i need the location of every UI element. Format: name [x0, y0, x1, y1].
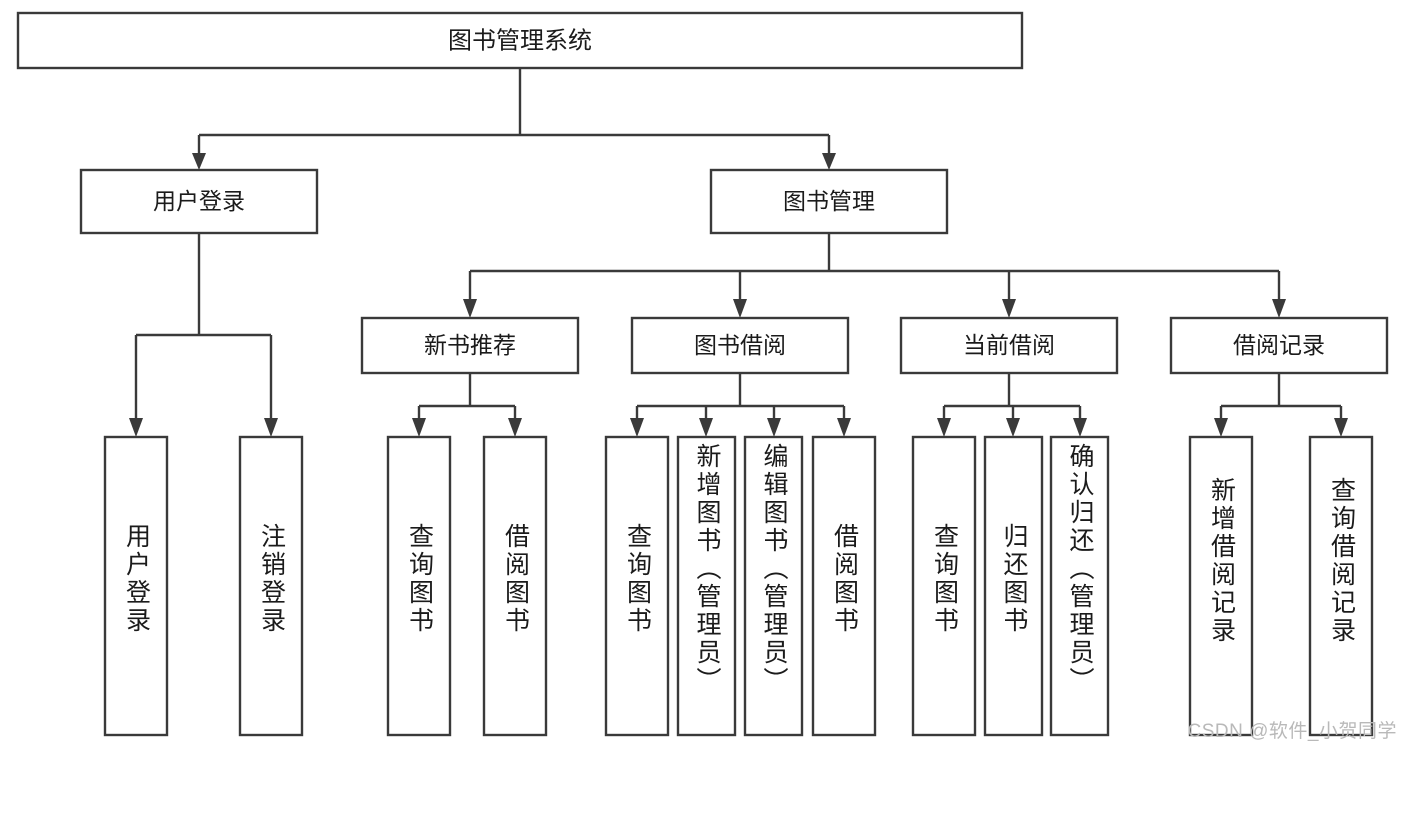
- node-user-login[interactable]: 用户登录: [79, 168, 319, 235]
- node-leaf-query-record-box[interactable]: [1308, 435, 1374, 737]
- node-leaf-add-book-box[interactable]: [676, 435, 737, 737]
- arrowhead-book-management: [822, 153, 836, 170]
- edge-layer: [129, 68, 1348, 437]
- csdn-watermark: CSDN @软件_小贺同学: [1187, 721, 1397, 742]
- node-leaf-confirm-return-box[interactable]: [1049, 435, 1110, 737]
- arrowhead-leaf-user-login: [129, 418, 143, 437]
- arrowhead-leaf-confirm-return: [1073, 418, 1087, 437]
- node-root-label: 图书管理系统: [448, 27, 592, 54]
- node-book-management[interactable]: 图书管理: [709, 168, 949, 235]
- node-root-box[interactable]: [16, 11, 1024, 70]
- arrowhead-leaf-logout: [264, 418, 278, 437]
- arrowhead-leaf-query-record: [1334, 418, 1348, 437]
- node-leaf-user-login-box[interactable]: [103, 435, 169, 737]
- node-leaf-query-book-1-box[interactable]: [386, 435, 452, 737]
- node-leaf-add-record-box[interactable]: [1188, 435, 1254, 737]
- arrowhead-leaf-return-book: [1006, 418, 1020, 437]
- node-user-login-label: 用户登录: [153, 188, 245, 214]
- arrowhead-leaf-add-book: [699, 418, 713, 437]
- node-leaf-logout-box[interactable]: [238, 435, 304, 737]
- node-book-management-box[interactable]: [709, 168, 949, 235]
- node-book-borrow-box[interactable]: [630, 316, 850, 375]
- arrowhead-new-book-recommend: [463, 299, 477, 318]
- node-current-borrow-box[interactable]: [899, 316, 1119, 375]
- arrowhead-book-borrow: [733, 299, 747, 318]
- arrowhead-leaf-add-record: [1214, 418, 1228, 437]
- node-root[interactable]: 图书管理系统: [16, 11, 1024, 70]
- node-leaf-edit-book-box[interactable]: [743, 435, 804, 737]
- arrowhead-leaf-edit-book: [767, 418, 781, 437]
- arrowhead-leaf-borrow-book-2: [837, 418, 851, 437]
- node-borrow-record-label: 借阅记录: [1233, 332, 1325, 358]
- node-book-management-label: 图书管理: [783, 188, 875, 214]
- node-borrow-record-box[interactable]: [1169, 316, 1389, 375]
- arrowhead-leaf-borrow-book-1: [508, 418, 522, 437]
- node-leaf-return-book-box[interactable]: [983, 435, 1044, 737]
- node-leaf-query-book-2-box[interactable]: [604, 435, 670, 737]
- node-borrow-record[interactable]: 借阅记录: [1169, 316, 1389, 375]
- node-leaf-borrow-book-2-box[interactable]: [811, 435, 877, 737]
- node-new-book-recommend[interactable]: 新书推荐: [360, 316, 580, 375]
- node-leaf-borrow-book-1-box[interactable]: [482, 435, 548, 737]
- arrowhead-leaf-query-book-3: [937, 418, 951, 437]
- node-new-book-recommend-box[interactable]: [360, 316, 580, 375]
- hierarchy-diagram-canvas: 图书管理系统 用户登录 图书管理 新书推荐 图书借阅 当前借阅 借阅记录: [16, 11, 1389, 737]
- node-user-login-box[interactable]: [79, 168, 319, 235]
- node-book-borrow-label: 图书借阅: [694, 332, 786, 358]
- arrowhead-leaf-query-book-1: [412, 418, 426, 437]
- arrowhead-borrow-record: [1272, 299, 1286, 318]
- node-current-borrow[interactable]: 当前借阅: [899, 316, 1119, 375]
- node-current-borrow-label: 当前借阅: [963, 332, 1055, 358]
- node-book-borrow[interactable]: 图书借阅: [630, 316, 850, 375]
- arrowhead-current-borrow: [1002, 299, 1016, 318]
- node-leaf-query-book-3-box[interactable]: [911, 435, 977, 737]
- arrowhead-user-login: [192, 153, 206, 170]
- node-new-book-recommend-label: 新书推荐: [424, 332, 516, 358]
- arrowhead-leaf-query-book-2: [630, 418, 644, 437]
- node-layer: 图书管理系统 用户登录 图书管理 新书推荐 图书借阅 当前借阅 借阅记录: [16, 11, 1389, 737]
